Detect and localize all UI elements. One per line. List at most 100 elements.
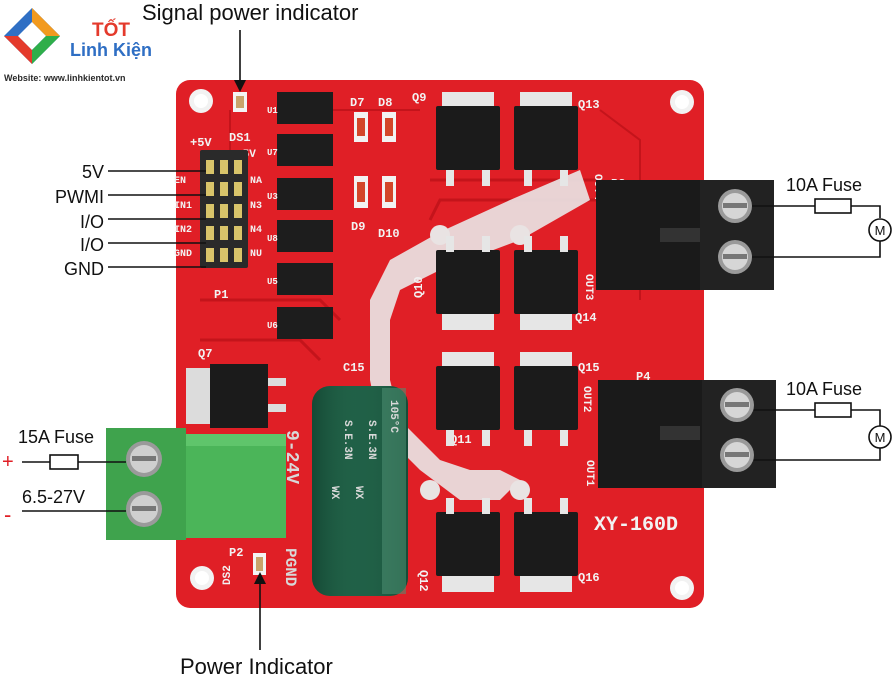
ic-label: U6 <box>267 321 278 331</box>
logo-brand-text: Linh Kiện <box>70 40 152 60</box>
silk-d7: D7 <box>350 96 364 110</box>
silk-q15: Q15 <box>578 361 600 375</box>
silk-ds1: DS1 <box>229 131 251 145</box>
mounting-hole <box>190 566 214 590</box>
screw-icon <box>126 491 162 527</box>
mosfet-package <box>514 92 578 186</box>
header-label: NU <box>250 249 262 260</box>
mounting-hole <box>670 90 694 114</box>
fuse-icon <box>49 454 79 470</box>
fuse-icon <box>814 198 852 214</box>
silk-p1: P1 <box>214 288 228 302</box>
silk-c15: C15 <box>343 361 365 375</box>
cap-marking: S.E.3N <box>341 420 353 460</box>
header-label: NA <box>250 176 262 187</box>
ic-chip: U5 <box>267 263 333 295</box>
input-terminal-block <box>106 428 286 540</box>
header-pin <box>220 248 228 262</box>
header-label: GND <box>174 249 192 260</box>
capacitor-c15: S.E.3N S.E.3N WX WX 105°C <box>312 386 408 596</box>
mounting-hole <box>189 89 213 113</box>
header-label: EN <box>174 176 186 187</box>
logo-top-text: TỐT <box>92 19 130 41</box>
mosfet-package <box>436 498 500 592</box>
pin-label-list: 5V PWMI I/O I/O GND <box>55 162 206 279</box>
brand-logo: TỐT Linh Kiện Website: www.linhkientot.v… <box>4 8 152 83</box>
header-label: IN2 <box>174 225 192 236</box>
silk-q16: Q16 <box>578 571 600 585</box>
header-pin <box>234 248 242 262</box>
ds1-led <box>233 92 247 112</box>
silk-p2: P2 <box>229 546 243 560</box>
screw-icon <box>126 441 162 477</box>
mosfet-package <box>436 352 500 446</box>
ic-chip: U6 <box>267 307 333 339</box>
diode-d7 <box>354 112 368 142</box>
cap-marking: 105°C <box>387 400 399 433</box>
ic-label: U7 <box>267 148 278 158</box>
silk-out2: OUT2 <box>580 386 592 412</box>
mosfet-package <box>436 92 500 186</box>
mosfet-package <box>514 236 578 330</box>
ic-column: U1 U7 U3 U8 U5 U6 <box>267 92 333 339</box>
header-pin <box>206 226 214 240</box>
ic-chip: U3 <box>267 178 333 210</box>
silk-out1: OUT1 <box>583 460 595 487</box>
screw-icon <box>718 240 752 274</box>
callout-input-power: 15A Fuse + 6.5-27V - <box>2 427 126 527</box>
callout-signal-power: Signal power indicator <box>142 0 358 92</box>
ic-label: U1 <box>267 106 278 116</box>
header-label: N4 <box>250 225 262 236</box>
cap-marking: S.E.3N <box>365 420 377 460</box>
pcb-board <box>176 80 704 608</box>
ds2-led <box>253 553 266 575</box>
pin-label: PWMI <box>55 187 104 207</box>
screw-icon <box>718 189 752 223</box>
logo-website-text: Website: www.linhkientot.vn <box>4 73 126 83</box>
silk-plus5v-left: +5V <box>190 136 212 150</box>
fuse-input-label: 15A Fuse <box>18 427 94 447</box>
header-pin <box>220 204 228 218</box>
silk-q9: Q9 <box>412 91 426 105</box>
silk-d10: D10 <box>378 227 400 241</box>
silk-q12: Q12 <box>416 570 430 592</box>
silk-q14: Q14 <box>575 311 597 325</box>
screw-icon <box>720 388 754 422</box>
header-pin <box>234 160 242 174</box>
header-label: N3 <box>250 201 262 212</box>
pin-label: I/O <box>80 212 104 232</box>
pin-label: 5V <box>82 162 104 182</box>
output-terminal-bottom <box>598 380 776 488</box>
fuse-top-label: 10A Fuse <box>786 175 862 195</box>
header-pin <box>206 248 214 262</box>
header-pin <box>234 226 242 240</box>
mosfet-package <box>436 236 500 330</box>
callout-output-top: 10A Fuse M <box>752 175 892 258</box>
diode-d8 <box>382 112 396 142</box>
silk-q7: Q7 <box>198 347 212 361</box>
header-silk-right: NA N3 N4 NU <box>250 176 262 260</box>
mosfet-package <box>514 352 578 446</box>
ic-chip: U7 <box>267 134 333 166</box>
power-indicator-label: Power Indicator <box>180 654 333 677</box>
mosfet-array <box>436 92 578 592</box>
silk-pgnd: PGND <box>281 548 299 586</box>
ic-chip: U1 <box>267 92 333 124</box>
header-silk-left: EN IN1 IN2 GND <box>174 176 192 260</box>
silk-q10: Q10 <box>412 276 426 298</box>
callout-output-bottom: 10A Fuse M <box>754 379 892 461</box>
header-pin <box>206 160 214 174</box>
silk-out3: OUT3 <box>582 274 594 301</box>
silk-ds2: DS2 <box>222 565 234 585</box>
silk-model: XY-160D <box>594 514 678 537</box>
header-pin <box>234 204 242 218</box>
ic-label: U3 <box>267 192 278 202</box>
minus-symbol: - <box>4 502 11 527</box>
motor-icon: M <box>868 218 892 242</box>
pin-label: GND <box>64 259 104 279</box>
mounting-hole <box>670 576 694 600</box>
fuse-bottom-label: 10A Fuse <box>786 379 862 399</box>
header-pin <box>220 160 228 174</box>
diode-d10 <box>382 176 396 208</box>
header-pin <box>206 204 214 218</box>
